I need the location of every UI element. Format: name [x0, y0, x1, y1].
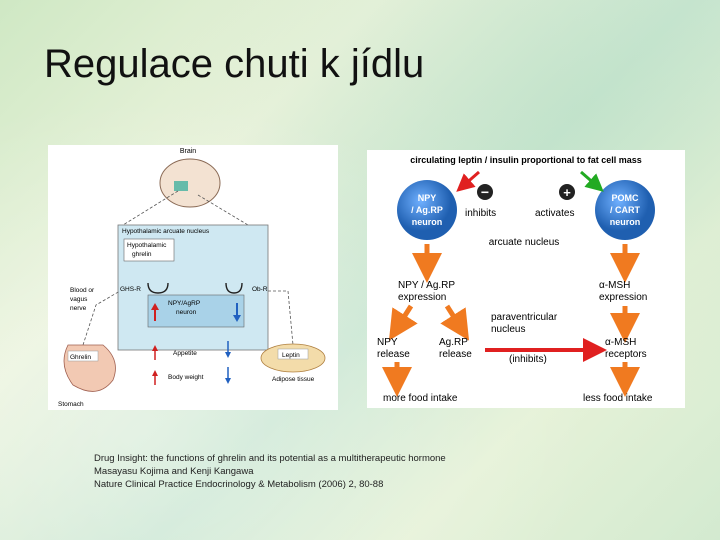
blood-vagus-line3: nerve — [70, 305, 87, 312]
npy-release-line2: release — [377, 349, 410, 360]
pomc-neuron-circle — [595, 180, 655, 240]
plus-icon — [559, 184, 575, 200]
minus-sign: − — [481, 184, 489, 200]
leptin-diagram: circulating leptin / insulin proportiona… — [377, 155, 655, 404]
arcuate-label: arcuate nucleus — [489, 237, 560, 248]
adipose-label: Adipose tissue — [272, 376, 315, 383]
npy-neuron-line3: neuron — [412, 217, 443, 227]
activates-label: activates — [535, 208, 574, 219]
ghrelin-label: Ghrelin — [70, 354, 91, 361]
npy-neuron-circle — [397, 180, 457, 240]
inhibits-label: inhibits — [465, 208, 496, 219]
npy-expression-line1: NPY / Ag.RP — [398, 280, 455, 291]
amsh-expression-line2: expression — [599, 292, 647, 303]
amsh-expression-line1: α-MSH — [599, 280, 630, 291]
caption-line-1: Drug Insight: the functions of ghrelin a… — [94, 453, 446, 464]
hyp-ghrelin-line1: Hypothalamic — [127, 242, 167, 249]
slide-title: Regulace chuti k jídlu — [44, 42, 425, 86]
npy-agrp-neuron — [147, 294, 245, 328]
agrp-release-line2: release — [439, 349, 472, 360]
header-text: circulating leptin / insulin proportiona… — [410, 155, 642, 165]
pvn-line1: paraventricular — [491, 312, 558, 323]
plus-sign: + — [563, 185, 571, 200]
caption-line-2: Masayasu Kojima and Kenji Kangawa — [94, 466, 254, 477]
ghrelin-pathway-figure: Brain Hypothalamic arcuate nucleus Hypot… — [48, 145, 338, 410]
less-food-label: less food intake — [583, 393, 653, 404]
pomc-neuron-line2: / CART — [610, 205, 640, 215]
pvn-line2: nucleus — [491, 324, 525, 335]
leptin-label: Leptin — [282, 352, 300, 359]
more-food-label: more food intake — [383, 393, 458, 404]
green-activate-arrow-icon — [580, 170, 604, 192]
pomc-neuron-line3: neuron — [610, 217, 641, 227]
red-inhibit-arrow-icon — [456, 170, 480, 192]
hyp-ghrelin-line2: ghrelin — [132, 251, 152, 258]
neuron-line1: NPY/AgRP — [168, 300, 200, 307]
ghsr-label: GHS-R — [120, 286, 141, 293]
amsh-receptors-line2: receptors — [605, 349, 647, 360]
citation-caption: Drug Insight: the functions of ghrelin a… — [94, 452, 446, 491]
npy-release-line1: NPY — [377, 337, 398, 348]
stomach-label: Stomach — [58, 401, 84, 408]
agrp-release-line1: Ag.RP — [439, 337, 468, 348]
npy-neuron-line2: / Ag.RP — [411, 205, 443, 215]
body-weight-label: Body weight — [168, 374, 204, 381]
ghsr-receptor-icon — [147, 282, 169, 294]
minus-icon — [477, 184, 493, 200]
amsh-receptors-line1: α-MSH — [605, 337, 636, 348]
hypothalamus-marker — [174, 181, 188, 191]
obr-receptor-icon — [225, 282, 243, 294]
ghrelin-diagram: Brain Hypothalamic arcuate nucleus Hypot… — [58, 148, 326, 408]
appetite-label: Appetite — [173, 350, 197, 357]
blood-vagus-line1: Blood or — [70, 287, 95, 294]
neuron-line2: neuron — [176, 309, 197, 316]
brain-icon — [159, 158, 221, 208]
inhibits-paren-label: (inhibits) — [509, 354, 547, 365]
leptin-pathway-figure: circulating leptin / insulin proportiona… — [367, 150, 685, 408]
brain-label: Brain — [180, 148, 196, 155]
obr-label: Ob-R — [252, 286, 268, 293]
blood-vagus-line2: vagus — [70, 296, 88, 303]
arcuate-label: Hypothalamic arcuate nucleus — [122, 228, 210, 235]
pomc-neuron-line1: POMC — [612, 193, 640, 203]
caption-line-3: Nature Clinical Practice Endocrinology &… — [94, 479, 384, 490]
npy-expression-line2: expression — [398, 292, 446, 303]
npy-neuron-line1: NPY — [418, 193, 437, 203]
